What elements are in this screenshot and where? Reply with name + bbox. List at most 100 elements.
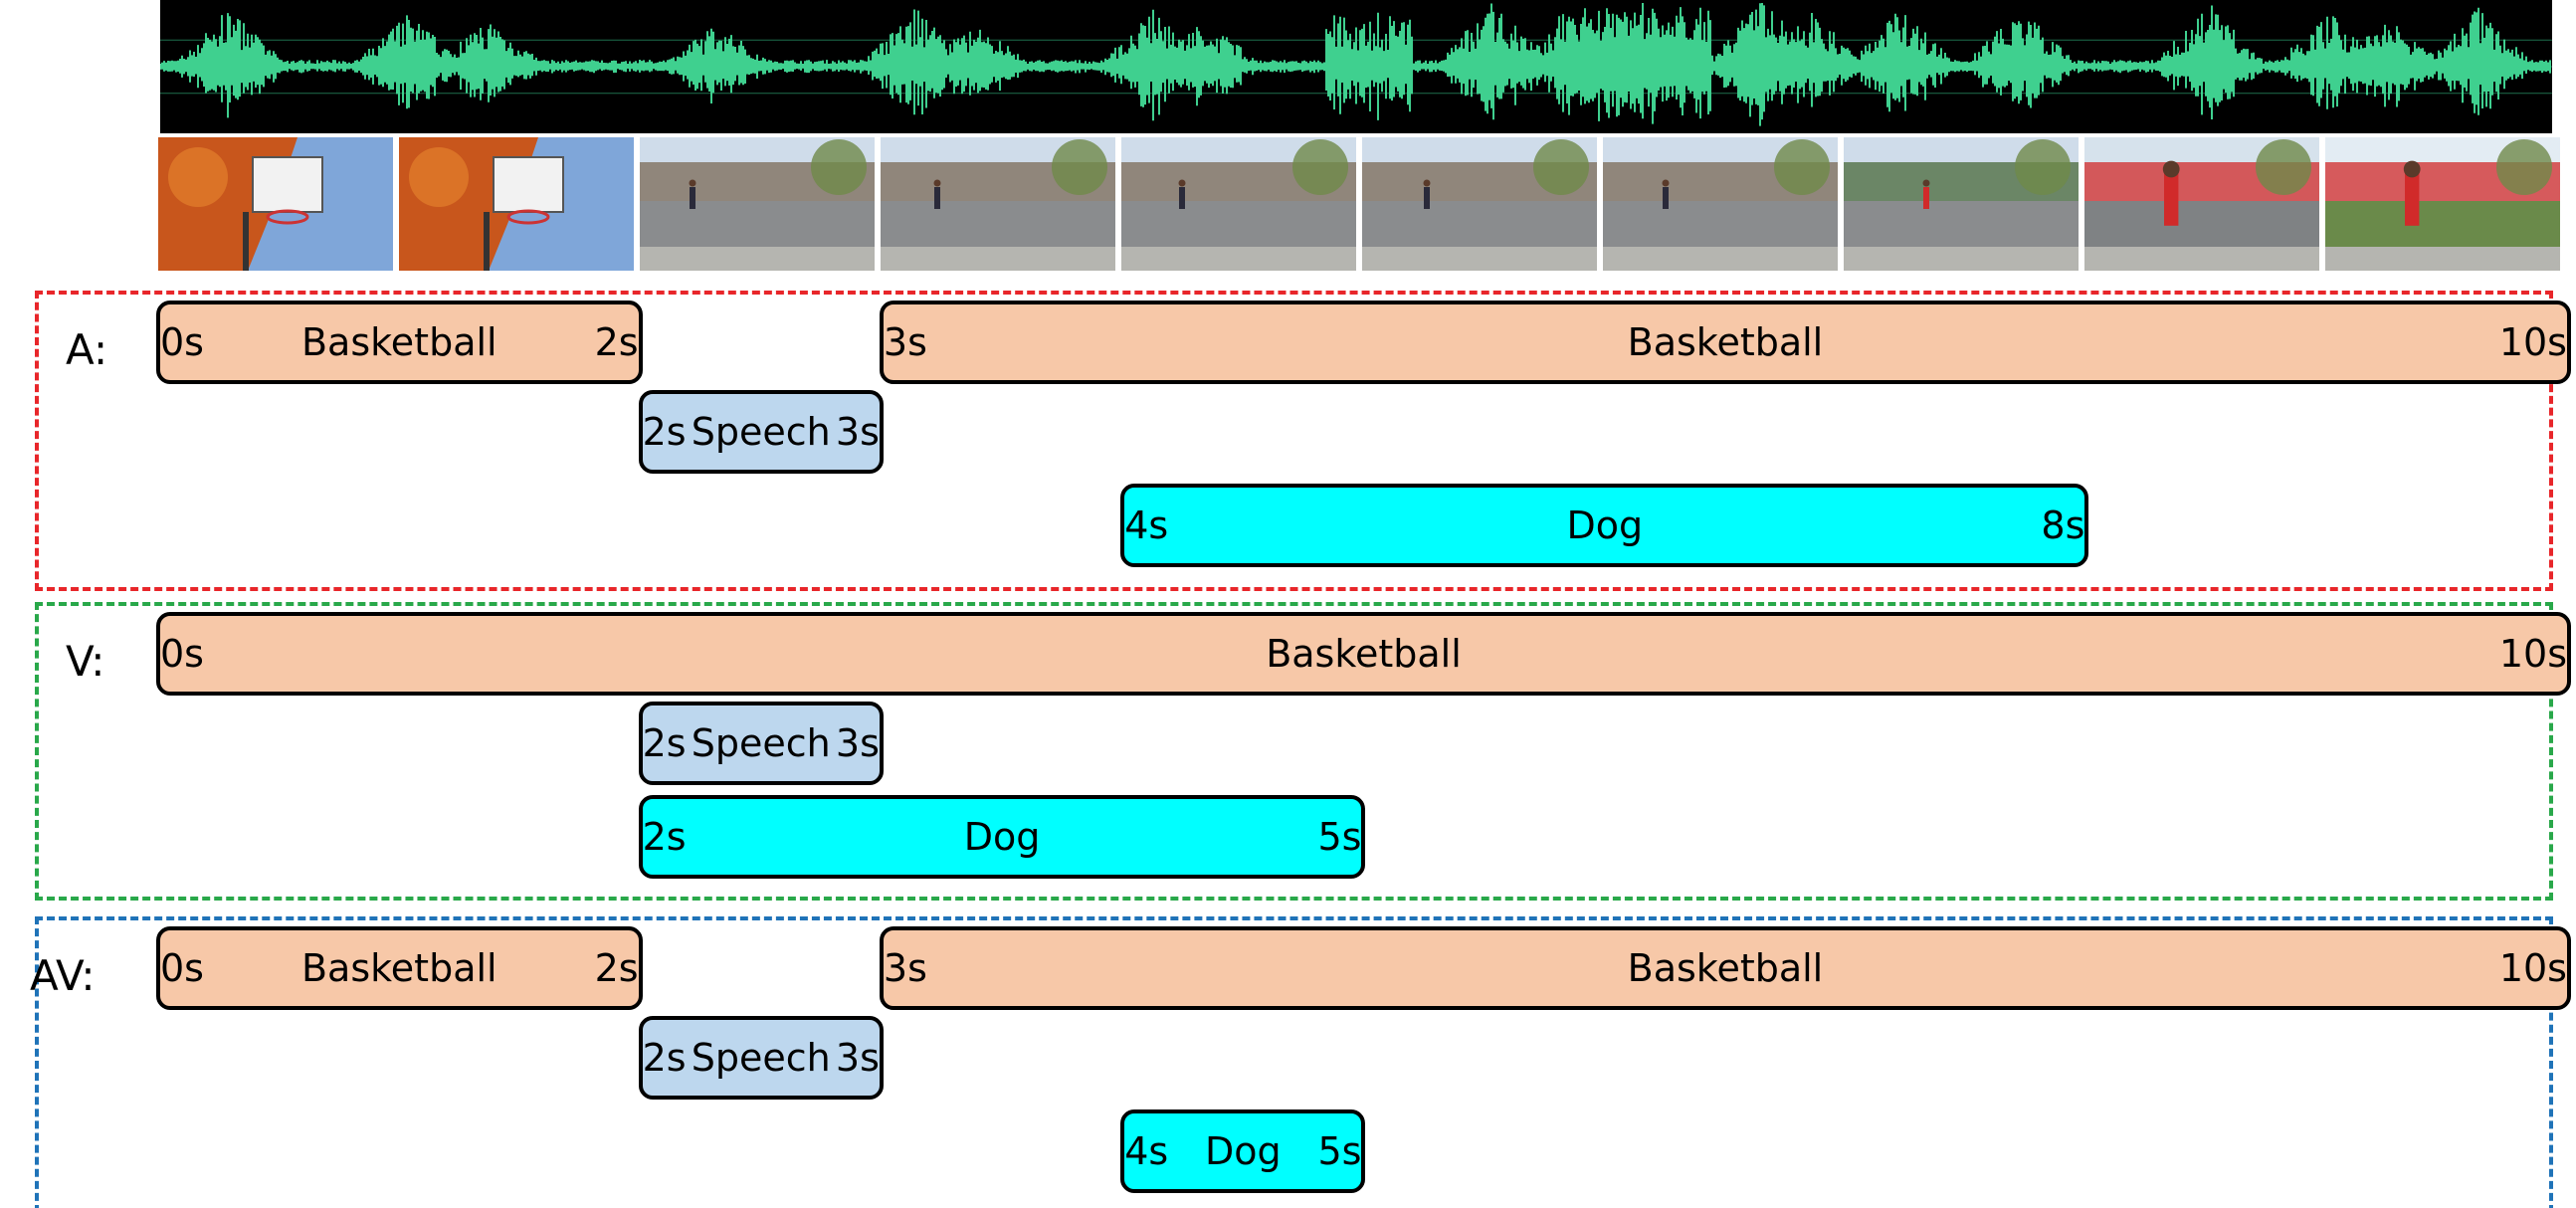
frame-hoop-autumn-2 bbox=[399, 137, 634, 271]
frame-player bbox=[2164, 173, 2179, 226]
panel-label-a: A: bbox=[66, 325, 108, 374]
event-name-label: Dog bbox=[963, 815, 1041, 859]
frame-player-head bbox=[1922, 179, 1930, 187]
frame-tree bbox=[811, 139, 867, 195]
event-end-label: 3s bbox=[835, 721, 880, 765]
event-start-label: 0s bbox=[160, 632, 204, 676]
frame-tree bbox=[2496, 139, 2552, 195]
event-end-label: 2s bbox=[594, 320, 639, 364]
event-start-label: 4s bbox=[1124, 503, 1169, 547]
frame-player bbox=[2405, 173, 2420, 226]
event-name-label: Speech bbox=[691, 721, 831, 765]
frame-foliage bbox=[409, 147, 469, 207]
event-end-label: 8s bbox=[2041, 503, 2085, 547]
frame-street-3 bbox=[1121, 137, 1356, 271]
frame-sidewalk bbox=[1603, 247, 1838, 271]
frame-street-6 bbox=[1844, 137, 2079, 271]
frame-street-4 bbox=[1362, 137, 1597, 271]
event-start-label: 2s bbox=[642, 410, 687, 454]
waveform-signal bbox=[160, 3, 2551, 126]
frame-street-5 bbox=[1603, 137, 1838, 271]
frame-player bbox=[1923, 187, 1929, 209]
frame-sidewalk bbox=[2084, 247, 2319, 271]
frame-sidewalk bbox=[1844, 247, 2079, 271]
frame-backboard bbox=[252, 156, 323, 213]
frame-sidewalk bbox=[1121, 247, 1356, 271]
event-start-label: 2s bbox=[642, 1036, 687, 1080]
frame-player-dunk bbox=[2325, 137, 2560, 271]
event-end-label: 5s bbox=[1317, 1129, 1362, 1173]
frame-sidewalk bbox=[881, 247, 1115, 271]
event-start-label: 3s bbox=[883, 320, 927, 364]
event-name-label: Dog bbox=[1566, 503, 1644, 547]
panel-v bbox=[35, 602, 2553, 901]
frame-player bbox=[934, 187, 940, 209]
event-end-label: 5s bbox=[1317, 815, 1362, 859]
event-name-label: Dog bbox=[1205, 1129, 1282, 1173]
frame-player-head bbox=[933, 179, 941, 187]
frame-tree bbox=[1052, 139, 1107, 195]
event-start-label: 2s bbox=[642, 815, 687, 859]
event-bar-basketball: 3s Basketball 10s bbox=[879, 926, 2571, 1010]
panel-av bbox=[35, 916, 2553, 1208]
event-end-label: 10s bbox=[2498, 320, 2567, 364]
event-name-label: Basketball bbox=[300, 946, 497, 990]
audio-waveform bbox=[160, 0, 2552, 133]
event-bar-dog: 4s Dog 8s bbox=[1120, 484, 2089, 567]
frame-pole bbox=[484, 212, 490, 271]
frame-sidewalk bbox=[1362, 247, 1597, 271]
frame-street-1 bbox=[640, 137, 875, 271]
event-end-label: 2s bbox=[594, 946, 639, 990]
frame-tree bbox=[2015, 139, 2071, 195]
frame-tree bbox=[2256, 139, 2311, 195]
frame-street-2 bbox=[881, 137, 1115, 271]
frame-player-head bbox=[689, 179, 696, 187]
event-name-label: Basketball bbox=[1266, 632, 1462, 676]
frame-sidewalk bbox=[2325, 247, 2560, 271]
frame-tree bbox=[1533, 139, 1589, 195]
event-name-label: Basketball bbox=[1627, 320, 1824, 364]
frame-player bbox=[1179, 187, 1185, 209]
frame-player-head bbox=[1662, 179, 1670, 187]
frame-backboard bbox=[493, 156, 564, 213]
event-end-label: 3s bbox=[835, 410, 880, 454]
event-start-label: 0s bbox=[160, 320, 204, 364]
event-bar-basketball: 0s Basketball 2s bbox=[156, 301, 643, 384]
panel-label-av: AV: bbox=[30, 951, 96, 1000]
event-name-label: Basketball bbox=[1627, 946, 1824, 990]
frame-tree bbox=[1774, 139, 1830, 195]
event-end-label: 10s bbox=[2498, 632, 2567, 676]
panel-label-v: V: bbox=[66, 637, 105, 686]
event-name-label: Speech bbox=[691, 1036, 831, 1080]
frame-foliage bbox=[168, 147, 228, 207]
event-start-label: 4s bbox=[1124, 1129, 1169, 1173]
frame-hoop-autumn-1 bbox=[158, 137, 393, 271]
event-start-label: 3s bbox=[883, 946, 927, 990]
event-end-label: 3s bbox=[835, 1036, 880, 1080]
frame-player-head bbox=[1423, 179, 1431, 187]
frame-player-head bbox=[1178, 179, 1186, 187]
event-bar-dog: 4s Dog 5s bbox=[1120, 1109, 1366, 1193]
event-start-label: 2s bbox=[642, 721, 687, 765]
frame-player bbox=[690, 187, 695, 209]
event-bar-basketball: 0s Basketball 10s bbox=[156, 612, 2571, 696]
event-bar-basketball: 3s Basketball 10s bbox=[879, 301, 2571, 384]
frame-player bbox=[1424, 187, 1430, 209]
frame-player-head bbox=[2403, 160, 2421, 178]
frame-player-dribble bbox=[2084, 137, 2319, 271]
frame-sidewalk bbox=[640, 247, 875, 271]
event-end-label: 10s bbox=[2498, 946, 2567, 990]
frame-player bbox=[1663, 187, 1669, 209]
frame-tree bbox=[1292, 139, 1348, 195]
event-name-label: Basketball bbox=[300, 320, 497, 364]
event-bar-dog: 2s Dog 5s bbox=[638, 795, 1366, 879]
event-name-label: Speech bbox=[691, 410, 831, 454]
frame-player-head bbox=[2162, 160, 2180, 178]
frame-pole bbox=[243, 212, 249, 271]
frame-hoop-rim bbox=[506, 209, 550, 225]
